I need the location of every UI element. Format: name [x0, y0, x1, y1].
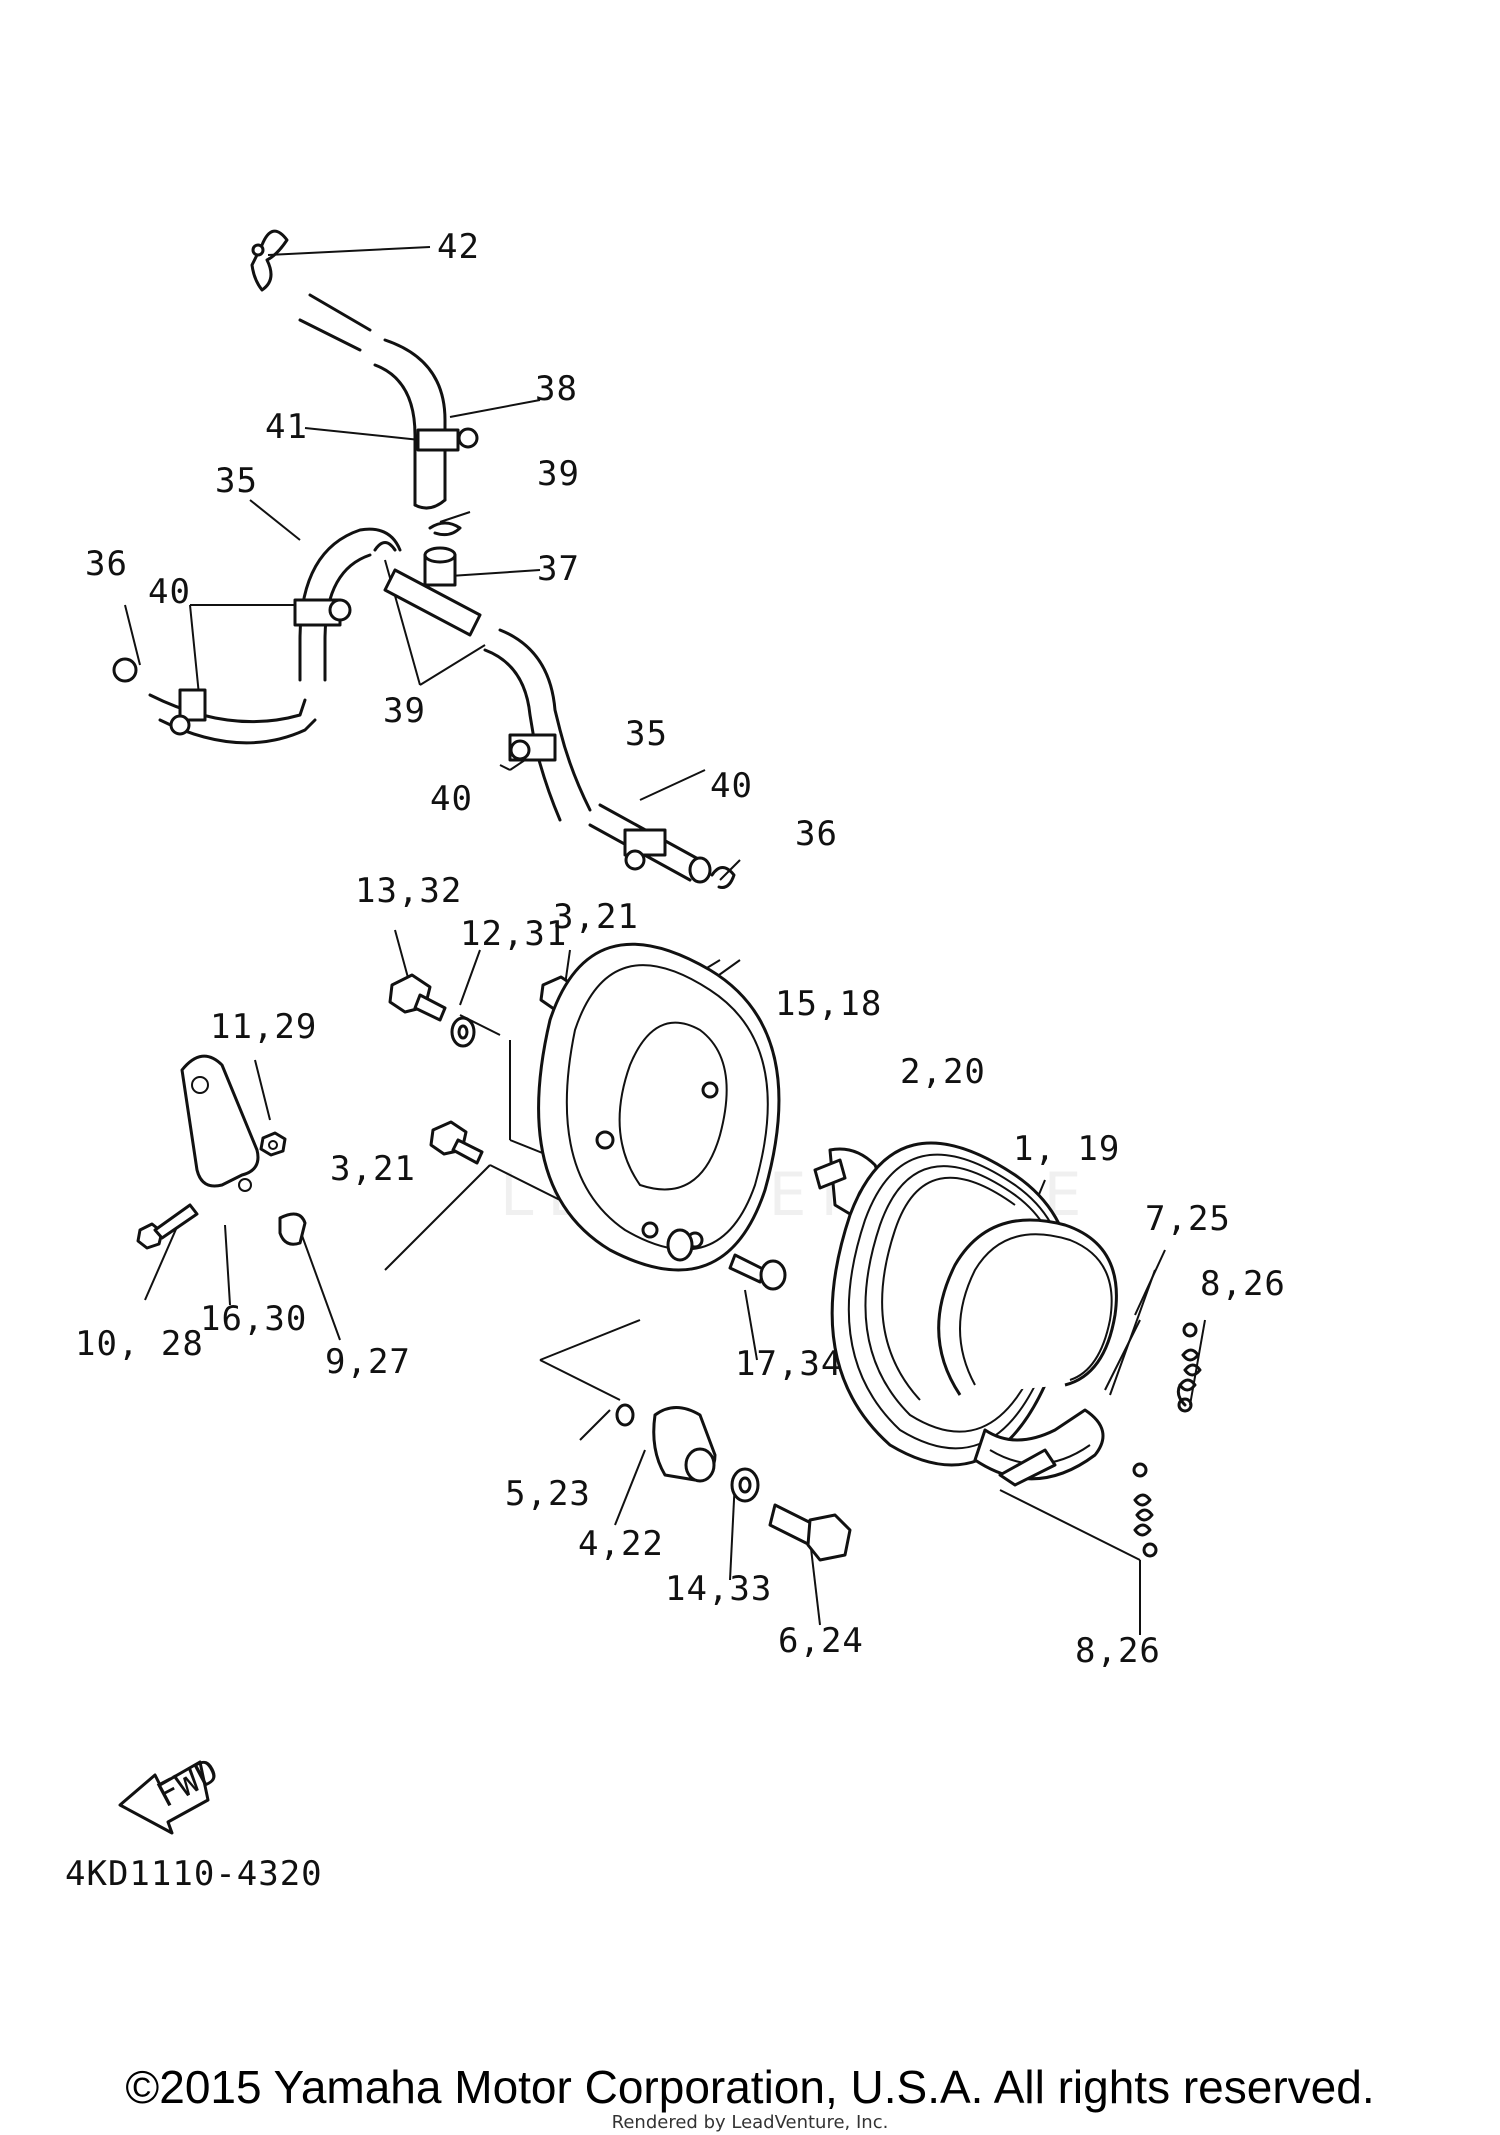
callout-label: 3,21: [330, 1149, 416, 1189]
camshaft-6-24: [768, 1503, 852, 1562]
clamp-40-right-upper: [508, 733, 557, 762]
callout-label: 15,18: [775, 984, 882, 1024]
copyright-notice: ©2015 Yamaha Motor Corporation, U.S.A. A…: [125, 2061, 1375, 2113]
callout-label: 40: [430, 779, 473, 819]
callout-label: 11,29: [210, 1007, 317, 1047]
hose-40-left-lower: [148, 688, 317, 745]
hose-38: [298, 293, 447, 510]
callout-label: 12,31: [460, 914, 567, 954]
callout-label: 7,25: [1145, 1199, 1231, 1239]
callout-label: 17,34: [735, 1344, 842, 1384]
clamp-40-left: [293, 598, 352, 627]
brake-arm-16-30: [180, 1054, 260, 1192]
clamp-40-right-lower: [623, 828, 667, 871]
callout-label: 35: [625, 714, 668, 754]
callout-label: 13,32: [355, 871, 462, 911]
callout-label: 8,26: [1200, 1264, 1286, 1304]
callout-label: 37: [537, 549, 580, 589]
callout-label: 10, 28: [75, 1324, 204, 1364]
callout-label: 40: [148, 572, 191, 612]
washer-12-31: [450, 1016, 476, 1048]
tee-37: [383, 546, 482, 637]
callout-label: 8,26: [1075, 1631, 1161, 1671]
clamp-42: [250, 229, 289, 292]
callout-label: 3,21: [553, 897, 639, 937]
o-ring-5-23: [615, 1403, 635, 1427]
callout-label: 16,30: [200, 1299, 307, 1339]
housing-4-22: [652, 1406, 717, 1483]
callout-label: 6,24: [778, 1621, 864, 1661]
clip-39-left: [373, 541, 397, 552]
callout-label: 35: [215, 461, 258, 501]
bolt-10-28: [136, 1203, 199, 1250]
callout-label: 4,22: [578, 1524, 664, 1564]
callout-label: 40: [710, 766, 753, 806]
callout-label: 39: [383, 691, 426, 731]
callout-label: 14,33: [665, 1569, 772, 1609]
bolt-17-34: [728, 1253, 787, 1291]
clip-39-top: [428, 521, 462, 537]
callout-label: 36: [795, 814, 838, 854]
bolt-3-21-lower: [429, 1120, 484, 1165]
callout-label: 9,27: [325, 1342, 411, 1382]
washer-14-33: [730, 1467, 760, 1503]
rendered-by-notice: Rendered by LeadVenture, Inc.: [611, 2112, 889, 2133]
brake-shoes-7-25: [937, 1218, 1118, 1487]
clip-36-right: [710, 866, 736, 889]
callout-label: 2,20: [900, 1052, 986, 1092]
callout-label: 38: [535, 369, 578, 409]
spring-8-26-lower: [1132, 1462, 1158, 1558]
clip-36-left: [112, 657, 138, 683]
callout-label: 41: [265, 407, 308, 447]
bolt-13-32: [388, 973, 447, 1022]
spring-8-26-upper: [1176, 1322, 1202, 1413]
callout-label: 42: [437, 227, 480, 267]
callout-label: 5,23: [505, 1474, 591, 1514]
fwd-arrow-icon: FWD: [118, 1750, 226, 1835]
callout-label: 39: [537, 454, 580, 494]
clamp-41: [416, 427, 479, 452]
callout-label: 1, 19: [1013, 1129, 1120, 1169]
callout-labels: 42 38 41 39 35 37 36 40 39 35 40 40 36 1…: [75, 227, 1286, 1671]
backing-plate-15-18: [537, 942, 781, 1272]
washer-9-27: [278, 1212, 307, 1246]
nut-11-29: [259, 1131, 287, 1157]
callout-label: 36: [85, 544, 128, 584]
drawing-number: 4KD1110-4320: [65, 1854, 323, 1894]
